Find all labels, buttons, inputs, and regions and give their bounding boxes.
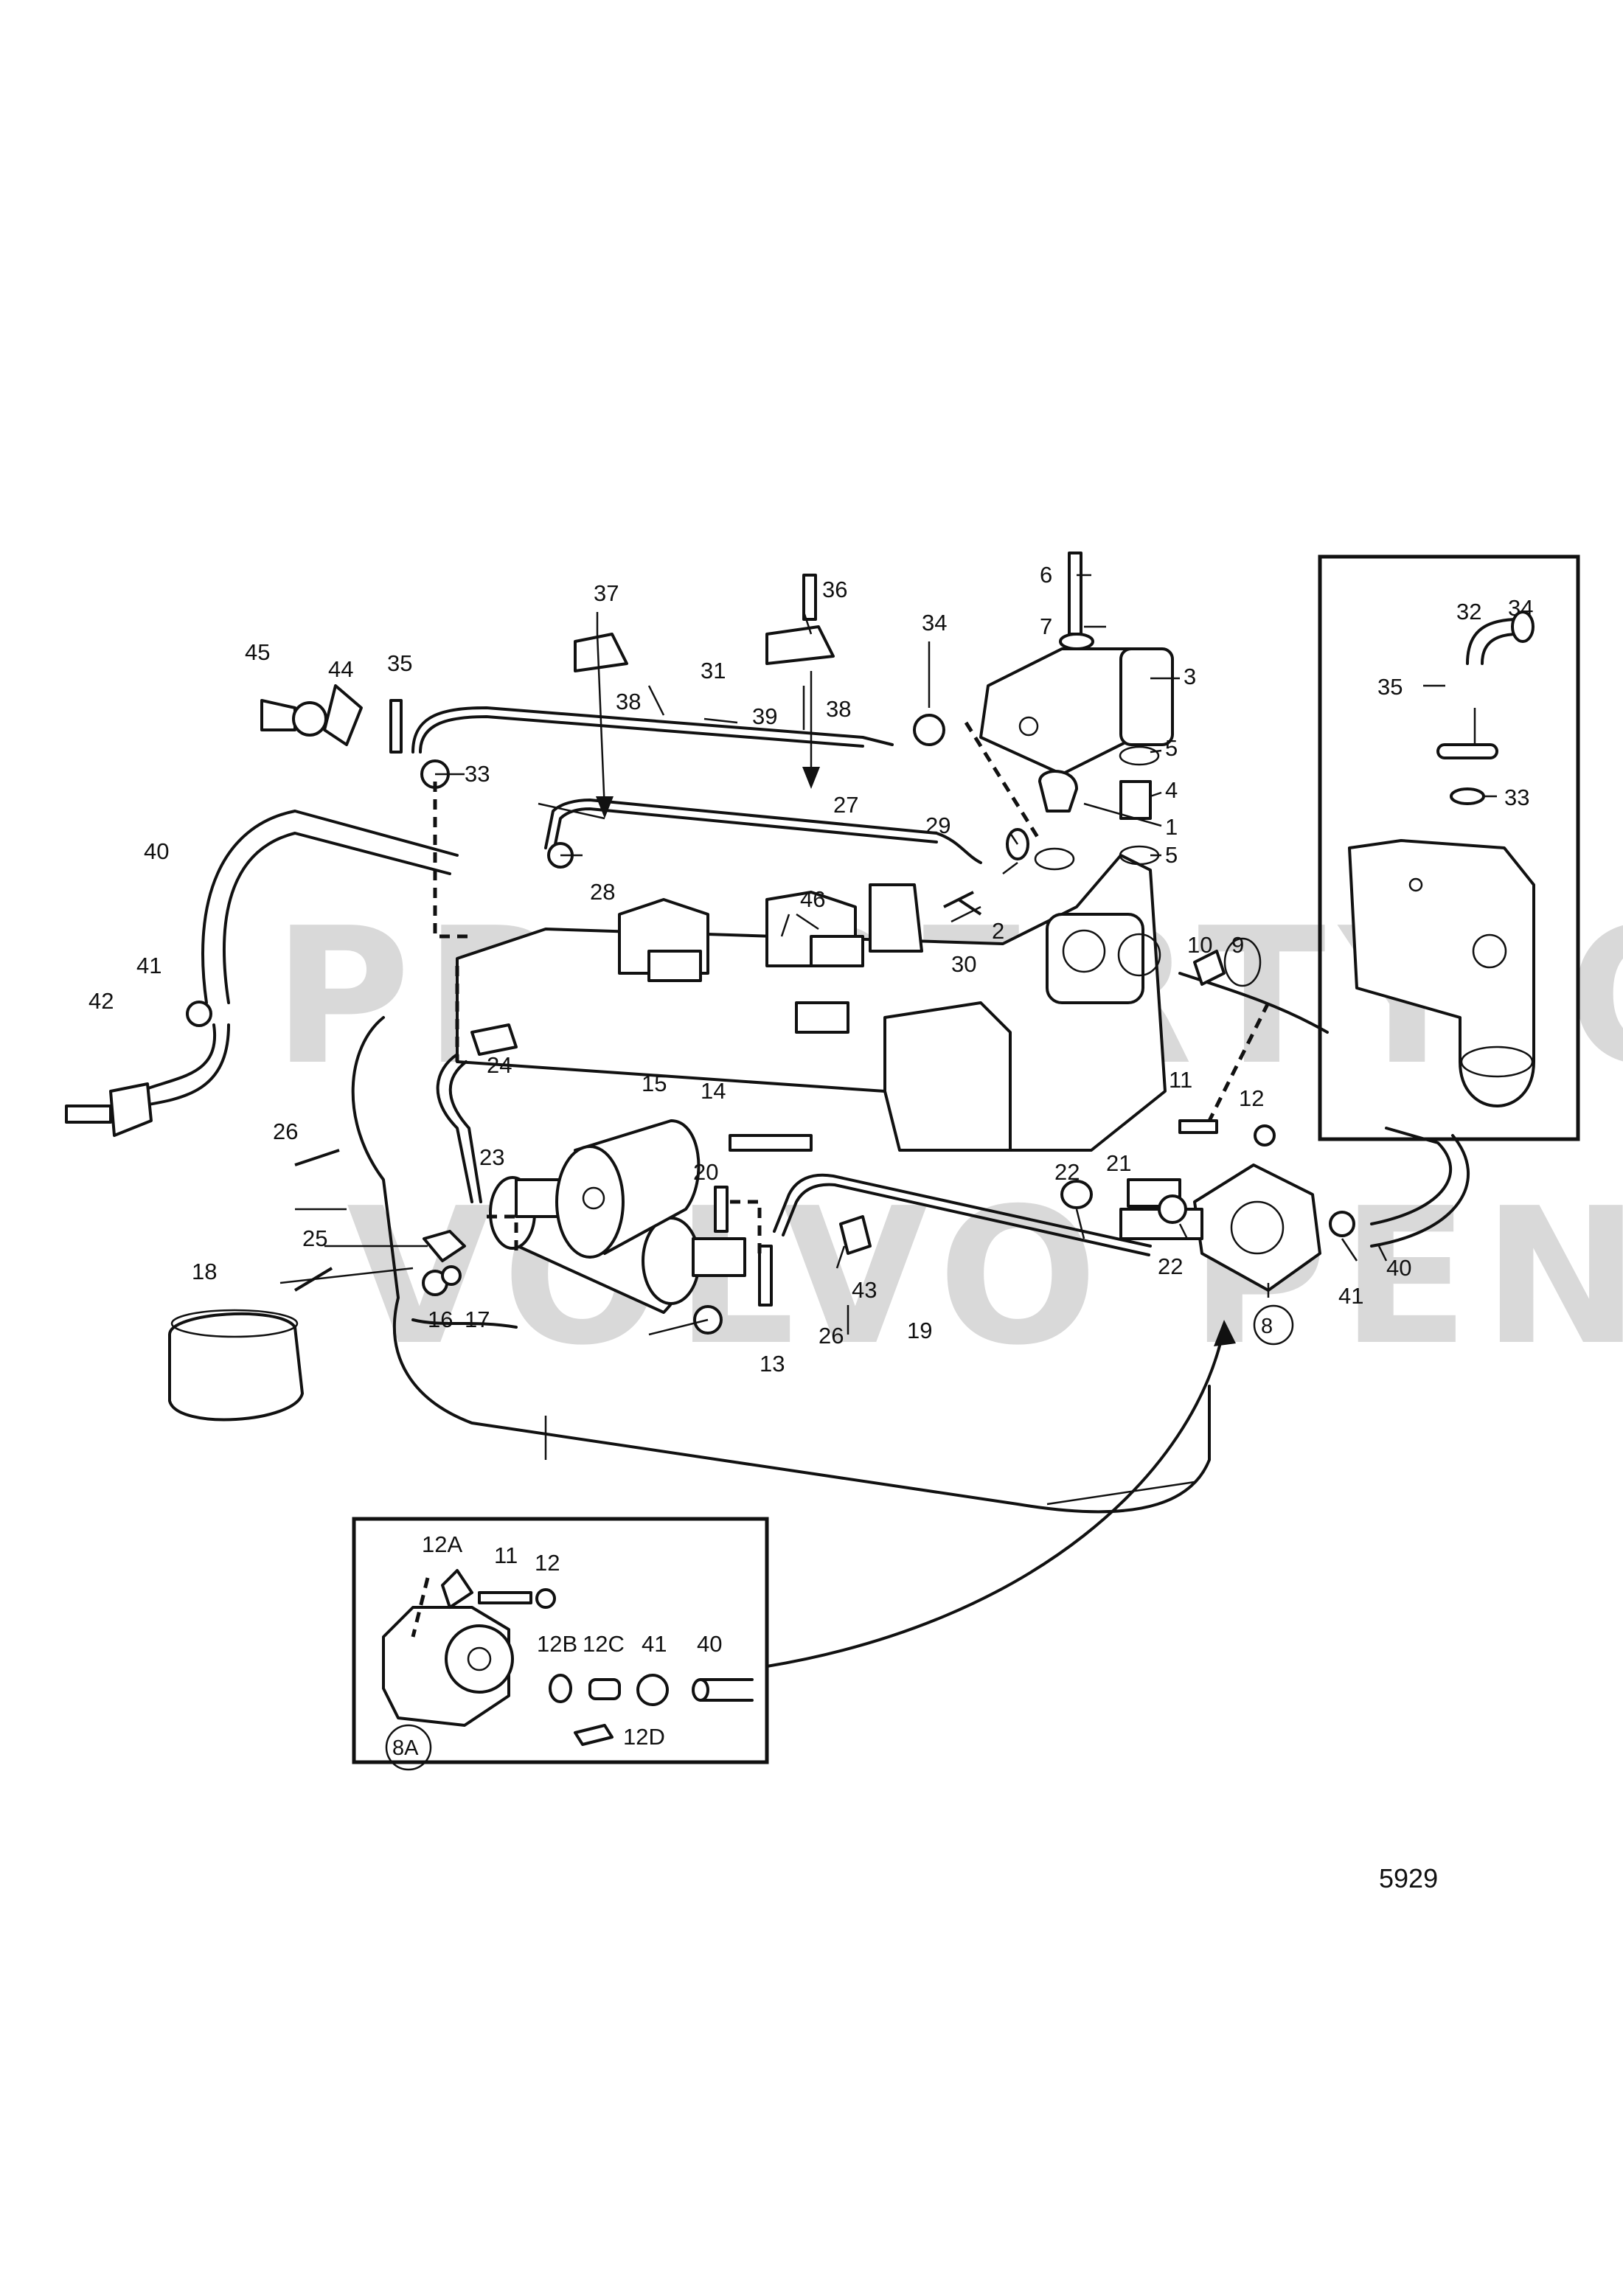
callout-20: 20 [693, 1159, 718, 1185]
callout-41a: 41 [136, 953, 161, 978]
callout-42: 42 [88, 988, 114, 1014]
callout-16: 16 [428, 1307, 453, 1332]
inset-callout-12a: 12A [422, 1531, 462, 1557]
callout-3: 3 [1184, 664, 1196, 689]
small-parts [65, 552, 1355, 1307]
callout-8: 8 [1261, 1315, 1273, 1338]
thermostat-housing [979, 647, 1174, 776]
expansion-tank [555, 1119, 701, 1259]
callout-9: 9 [1231, 932, 1244, 958]
inset-bottom-left-callouts: 12A 11 12 12B 12C 41 40 12D 8A [392, 1531, 722, 1760]
inset-callout-41: 41 [642, 1631, 667, 1657]
reference-number: 5929 [1379, 1863, 1438, 1893]
callout-12: 12 [1239, 1085, 1264, 1111]
inset-callout-11: 11 [494, 1542, 518, 1568]
callout-35: 35 [387, 650, 412, 676]
callout-33: 33 [465, 761, 490, 787]
inset-callout-35: 35 [1377, 674, 1403, 700]
callout-2: 2 [992, 918, 1004, 944]
callout-26a: 26 [273, 1119, 298, 1144]
callout-28: 28 [590, 879, 615, 905]
manifold [456, 854, 1167, 1152]
inset-callout-33: 33 [1504, 785, 1529, 810]
inset-top-right-callouts: 32 34 35 33 [1377, 595, 1533, 810]
callout-26b: 26 [819, 1323, 844, 1349]
callout-46: 46 [800, 886, 825, 912]
inset-callout-12b: 12B [537, 1631, 577, 1657]
callout-45: 45 [245, 639, 270, 665]
inset-callout-12: 12 [535, 1550, 560, 1576]
callout-7: 7 [1040, 613, 1052, 639]
callout-40b: 40 [1386, 1255, 1411, 1281]
callout-1: 1 [1165, 814, 1178, 840]
callout-37: 37 [594, 580, 619, 606]
callout-40a: 40 [144, 838, 169, 864]
inset-callout-8a: 8A [392, 1736, 419, 1760]
dashed-assembly-lines [433, 633, 1271, 1253]
inset-callout-32: 32 [1456, 599, 1481, 625]
callout-27: 27 [833, 792, 858, 818]
callout-31: 31 [701, 658, 726, 683]
callout-17: 17 [465, 1307, 490, 1332]
callout-30: 30 [951, 951, 976, 977]
callout-18: 18 [192, 1259, 217, 1284]
callout-44: 44 [328, 656, 353, 682]
callout-29: 29 [925, 813, 950, 838]
callout-43: 43 [852, 1277, 877, 1303]
callout-8a-circle [385, 1724, 432, 1771]
inset-callout-12c: 12C [583, 1631, 625, 1657]
callout-41b: 41 [1338, 1283, 1363, 1309]
callout-39: 39 [752, 703, 777, 729]
callout-21: 21 [1106, 1150, 1131, 1176]
inset-callout-34: 34 [1508, 595, 1533, 621]
callout-19: 19 [907, 1318, 932, 1343]
callout-8-circle [1253, 1304, 1294, 1346]
sea-water-pump [1119, 1163, 1321, 1292]
callout-25: 25 [302, 1225, 327, 1251]
engine-block-outline [351, 972, 1329, 1514]
callout-23: 23 [479, 1144, 504, 1170]
callout-5b: 5 [1165, 842, 1178, 868]
inset-callout-12d: 12D [623, 1724, 665, 1750]
oil-filter [168, 1309, 304, 1422]
callout-34: 34 [922, 610, 947, 636]
callout-24: 24 [487, 1052, 512, 1078]
callout-14: 14 [701, 1078, 726, 1104]
callout-11: 11 [1169, 1067, 1192, 1093]
inset-top-right [1318, 554, 1580, 1141]
callout-36: 36 [822, 577, 847, 602]
callout-10: 10 [1187, 932, 1212, 958]
callout-4: 4 [1165, 777, 1178, 803]
callout-22a: 22 [1054, 1159, 1080, 1185]
callout-6: 6 [1040, 562, 1052, 588]
callout-13: 13 [760, 1351, 785, 1377]
callout-22b: 22 [1158, 1253, 1183, 1279]
leader-lines [279, 574, 1388, 1336]
callout-15: 15 [642, 1071, 667, 1096]
callout-labels: 1 2 3 4 5 5 6 7 8 9 10 11 12 13 14 15 16… [88, 562, 1411, 1377]
inset-callout-40: 40 [697, 1631, 722, 1657]
inset-bottom-left [352, 1517, 769, 1764]
callout-5a: 5 [1165, 735, 1178, 761]
callout-38b: 38 [826, 696, 851, 722]
callout-38a: 38 [616, 689, 641, 714]
